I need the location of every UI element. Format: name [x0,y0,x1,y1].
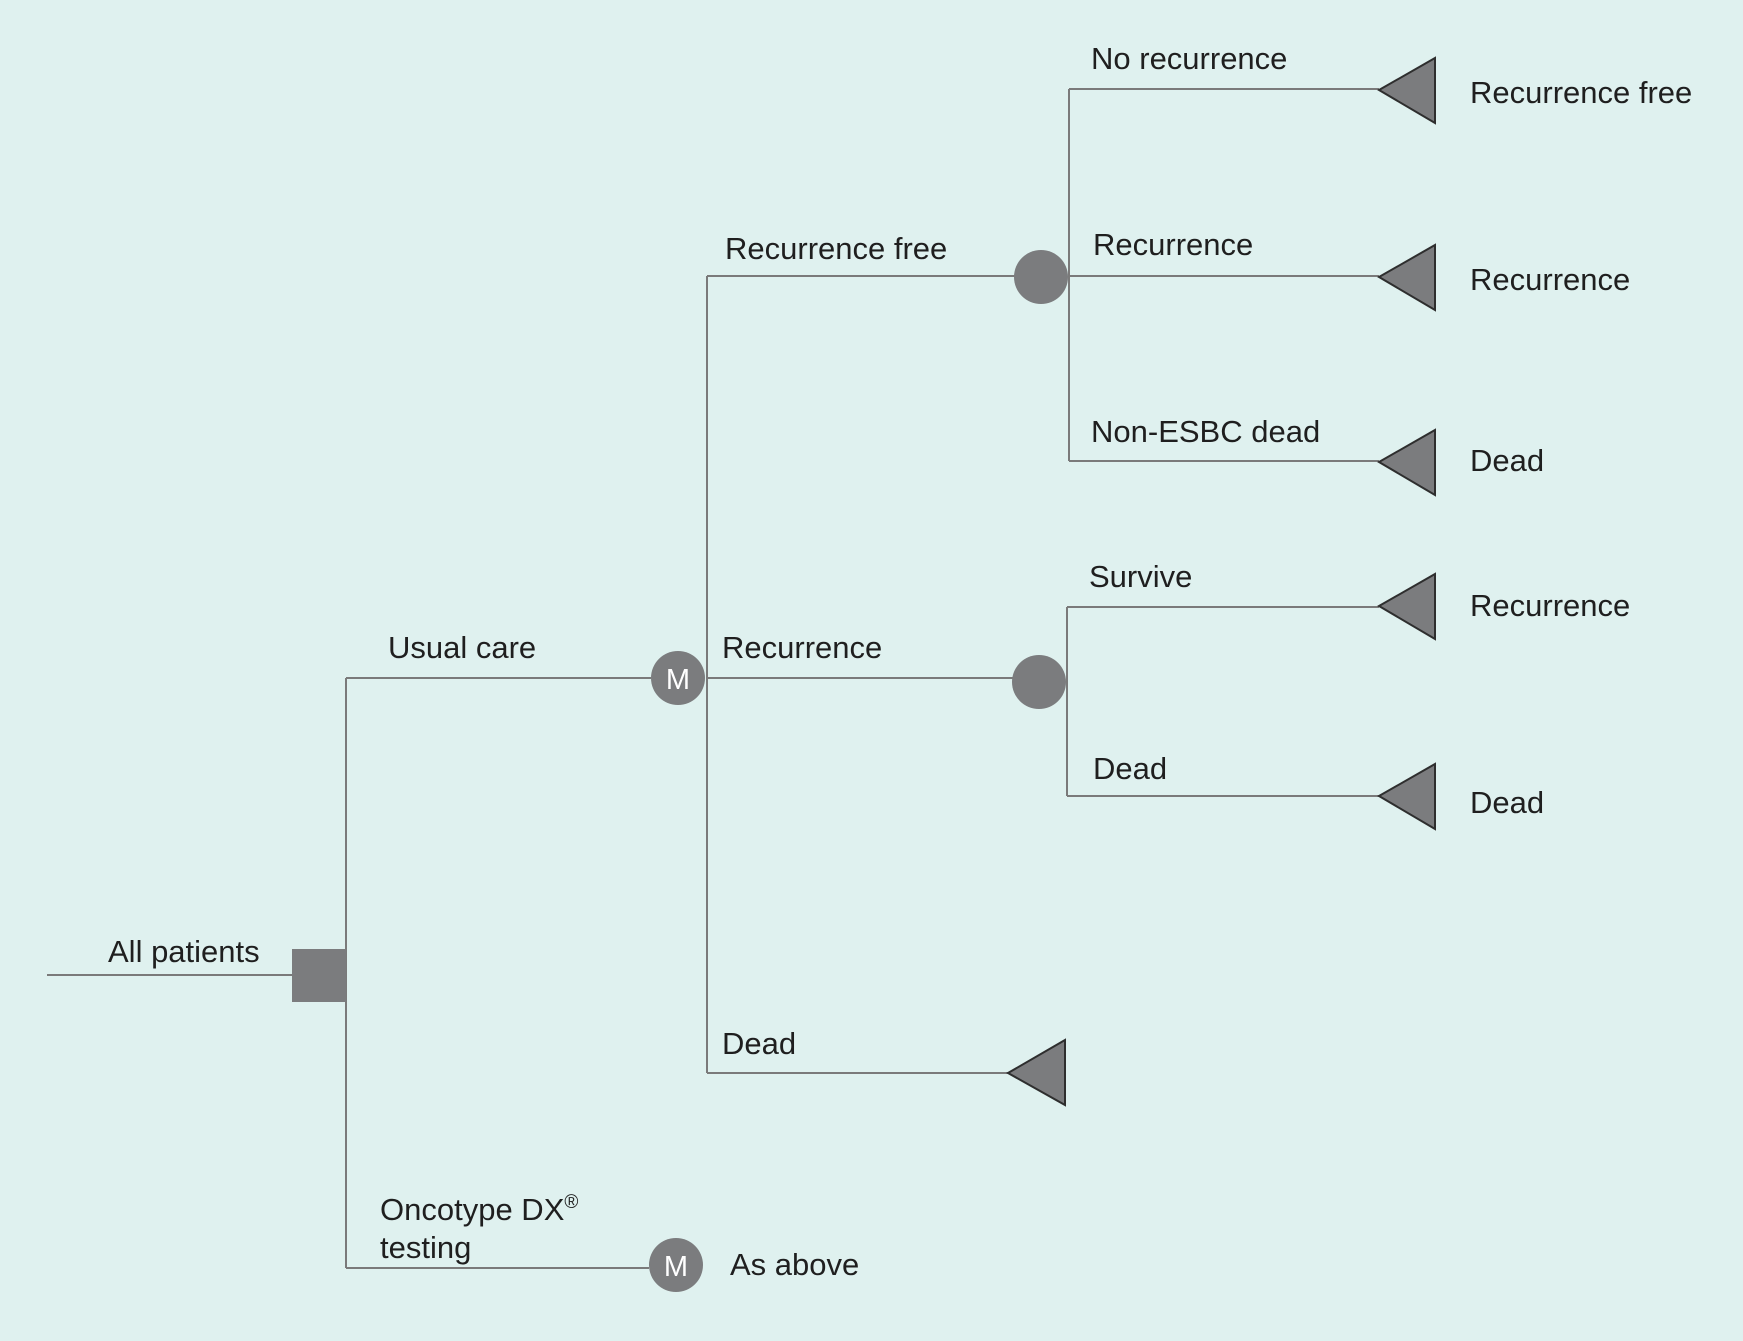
outcome-label-o5: Dead [1470,785,1544,820]
label-recurrence-transition: Recurrence [1093,227,1253,262]
terminal-triangle-o5 [1377,762,1436,831]
decision-node [292,949,346,1002]
markov-node-letter: M [664,1251,688,1283]
outcome-label-o4: Recurrence [1470,588,1630,623]
markov-node-letter: M [666,664,690,696]
outcome-label-o3: Dead [1470,443,1544,478]
terminal-triangle-o2 [1377,243,1436,312]
chance-node-recurrence-free [1014,250,1068,304]
label-oncotype-text: Oncotype DX [380,1192,565,1227]
label-dead-transition: Dead [1093,751,1167,786]
terminal-triangle-o1 [1377,56,1436,125]
chance-node-recurrence [1012,655,1066,709]
label-as-above: As above [730,1247,859,1282]
label-oncotype-registered: ® [564,1192,578,1213]
tree-edges [47,88,1379,1269]
label-state-recurrence-free: Recurrence free [725,231,947,266]
outcome-label-o2: Recurrence [1470,262,1630,297]
label-oncotype-testing: testing [380,1230,471,1265]
label-state-dead: Dead [722,1026,796,1061]
terminal-triangle-o4 [1377,572,1436,641]
outcome-label-o1: Recurrence free [1470,75,1692,110]
label-non-esbc-dead: Non-ESBC dead [1091,414,1320,449]
label-oncotype: Oncotype DX® [380,1192,578,1227]
terminal-triangle-o3 [1377,428,1436,497]
terminal-triangle-dead-state [1005,1038,1066,1107]
label-no-recurrence: No recurrence [1091,41,1287,76]
label-state-recurrence: Recurrence [722,630,882,665]
markov-node-oncotype: M [649,1238,703,1292]
markov-node-usual-care: M [651,651,705,705]
label-survive: Survive [1089,559,1192,594]
label-all-patients: All patients [108,934,260,969]
label-usual-care: Usual care [388,630,536,665]
